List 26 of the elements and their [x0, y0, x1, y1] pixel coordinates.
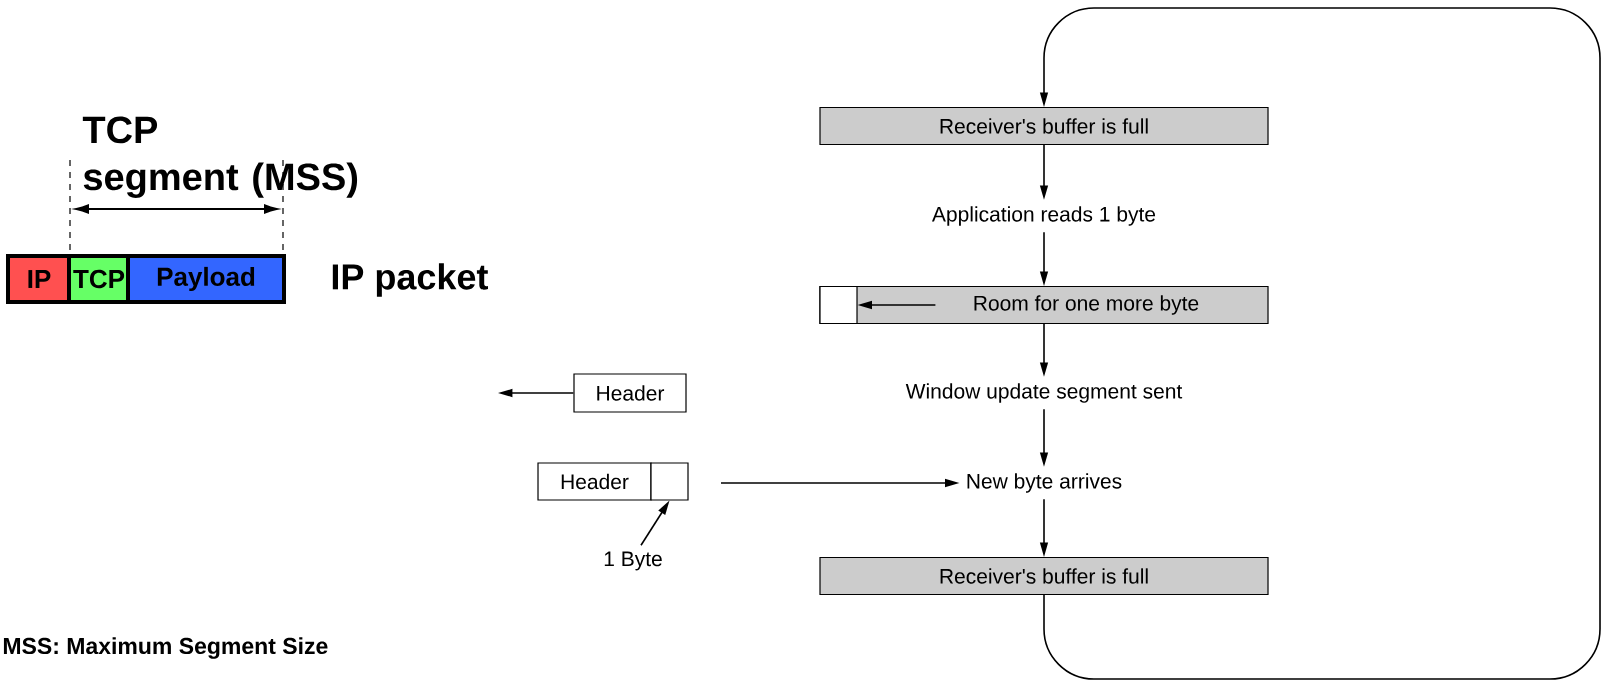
footnote-text: MSS: Maximum Segment Size — [3, 637, 328, 659]
arrow — [640, 500, 670, 546]
packet-field-box: Payload — [126, 254, 286, 304]
byte-slot-box — [650, 462, 689, 501]
step-text: Application reads 1 byte — [931, 206, 1156, 226]
packet-field-box: IP — [6, 254, 72, 304]
buffer-box: Room for one more byte — [819, 285, 1269, 325]
buffer-box: Receiver's buffer is full — [819, 106, 1269, 146]
arrow — [1039, 498, 1049, 557]
packet-label: IP packet — [332, 263, 488, 297]
step-text: 1 Byte — [604, 551, 662, 571]
header-box: Header — [573, 373, 687, 413]
arrow — [857, 300, 937, 310]
buffer-box: Receiver's buffer is full — [819, 556, 1269, 596]
byte-slot-box — [819, 285, 858, 325]
arrow — [1039, 231, 1049, 286]
step-text: Window update segment sent — [905, 383, 1183, 403]
arrow — [498, 388, 575, 398]
arrow — [1039, 323, 1049, 377]
step-text: New byte arrives — [967, 473, 1122, 493]
arrow — [720, 478, 960, 488]
arrow — [1039, 408, 1049, 467]
dimension-label: TCP segment (MSS) — [82, 116, 358, 198]
arrow — [1039, 144, 1049, 200]
arrow — [1039, 7, 1601, 680]
packet-field-box: TCP — [67, 254, 131, 304]
